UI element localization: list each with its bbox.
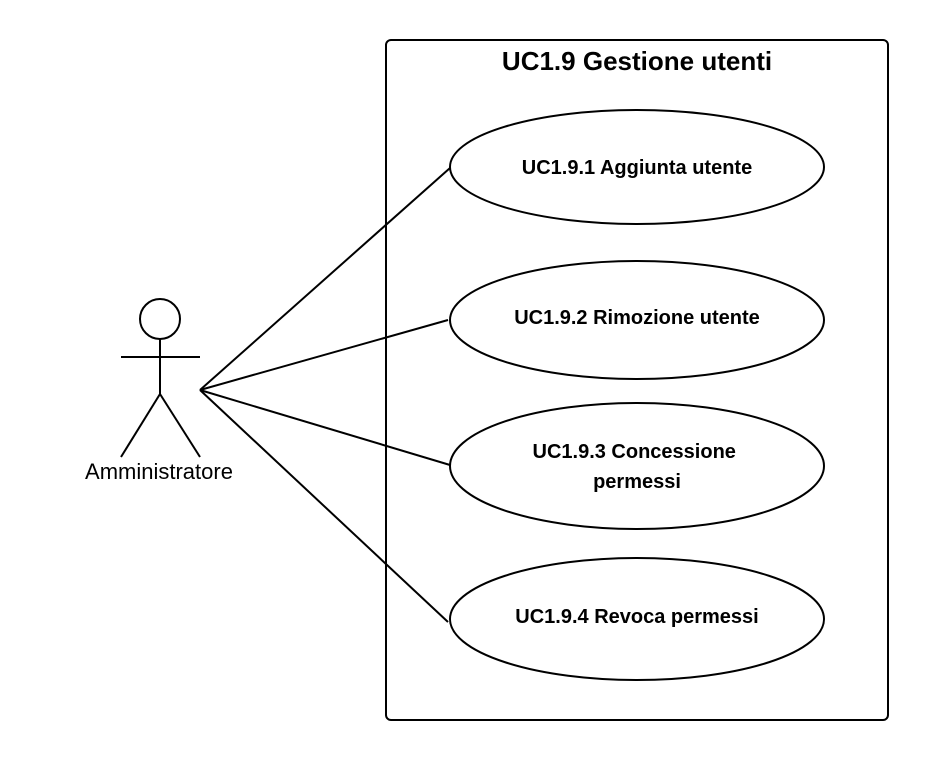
use-case-4-label: UC1.9.4 Revoca permessi xyxy=(515,606,758,628)
association-uc2 xyxy=(199,319,449,391)
actor-figure xyxy=(120,298,201,458)
use-case-1-label: UC1.9.1 Aggiunta utente xyxy=(522,157,752,179)
association-uc3 xyxy=(199,389,451,466)
actor-head xyxy=(139,298,181,340)
actor-right-leg xyxy=(159,393,201,458)
use-case-1: UC1.9.1 Aggiunta utente xyxy=(449,109,825,225)
association-uc4 xyxy=(199,389,449,623)
use-case-3-label: UC1.9.3 Concessione permessi xyxy=(533,441,742,493)
use-case-2: UC1.9.2 Rimozione utente xyxy=(449,260,825,380)
association-uc1 xyxy=(199,167,451,391)
actor-label: Amministratore xyxy=(85,459,233,484)
use-case-2-label: UC1.9.2 Rimozione utente xyxy=(514,307,760,329)
use-case-4-line-1: UC1.9.4 Revoca permessi xyxy=(515,606,758,628)
use-case-1-line-1: UC1.9.1 Aggiunta utente xyxy=(522,157,752,179)
system-title: UC1.9 Gestione utenti xyxy=(502,46,772,76)
use-case-2-line-1: UC1.9.2 Rimozione utente xyxy=(514,307,760,329)
use-case-3-line-2: permessi xyxy=(593,471,681,493)
use-case-3: UC1.9.3 Concessione permessi xyxy=(449,402,825,530)
use-case-4: UC1.9.4 Revoca permessi xyxy=(449,557,825,681)
use-case-3-line-1: UC1.9.3 Concessione xyxy=(533,441,736,463)
actor-left-leg xyxy=(120,393,161,458)
